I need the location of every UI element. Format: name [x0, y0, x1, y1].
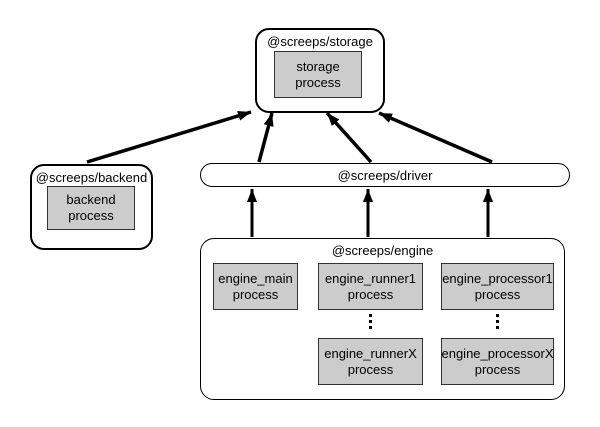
- driver-title: @screeps/driver: [337, 167, 433, 183]
- node-driver: @screeps/driver: [200, 163, 570, 187]
- backend-process-box: backend process: [47, 186, 135, 230]
- arrow-driver-to-storage-right: [378, 111, 493, 164]
- storage-title: @screeps/storage: [267, 34, 373, 49]
- node-storage: @screeps/storage storage process: [255, 28, 385, 113]
- engine-processor1-process-box: engine_processor1 process: [441, 263, 554, 310]
- arrow-backend-to-storage: [86, 110, 252, 164]
- engine-runnerX-process-box: engine_runnerX process: [318, 338, 423, 385]
- arrow-driver-to-storage-left: [257, 112, 274, 163]
- node-engine: @screeps/engine engine_main process engi…: [200, 238, 565, 400]
- engine-runner1-process-box: engine_runner1 process: [318, 263, 423, 310]
- engine-processorX-process-box: engine_processorX process: [441, 338, 554, 385]
- runner-vertical-ellipsis-icon: [318, 314, 423, 329]
- storage-process-box: storage process: [274, 51, 362, 98]
- backend-title: @screeps/backend: [35, 170, 148, 185]
- node-backend: @screeps/backend backend process: [30, 164, 153, 250]
- engine-title: @screeps/engine: [331, 243, 434, 258]
- engine-main-process-box: engine_main process: [213, 263, 298, 310]
- arrow-driver-to-storage-middle: [325, 111, 373, 164]
- processor-vertical-ellipsis-icon: [441, 314, 554, 329]
